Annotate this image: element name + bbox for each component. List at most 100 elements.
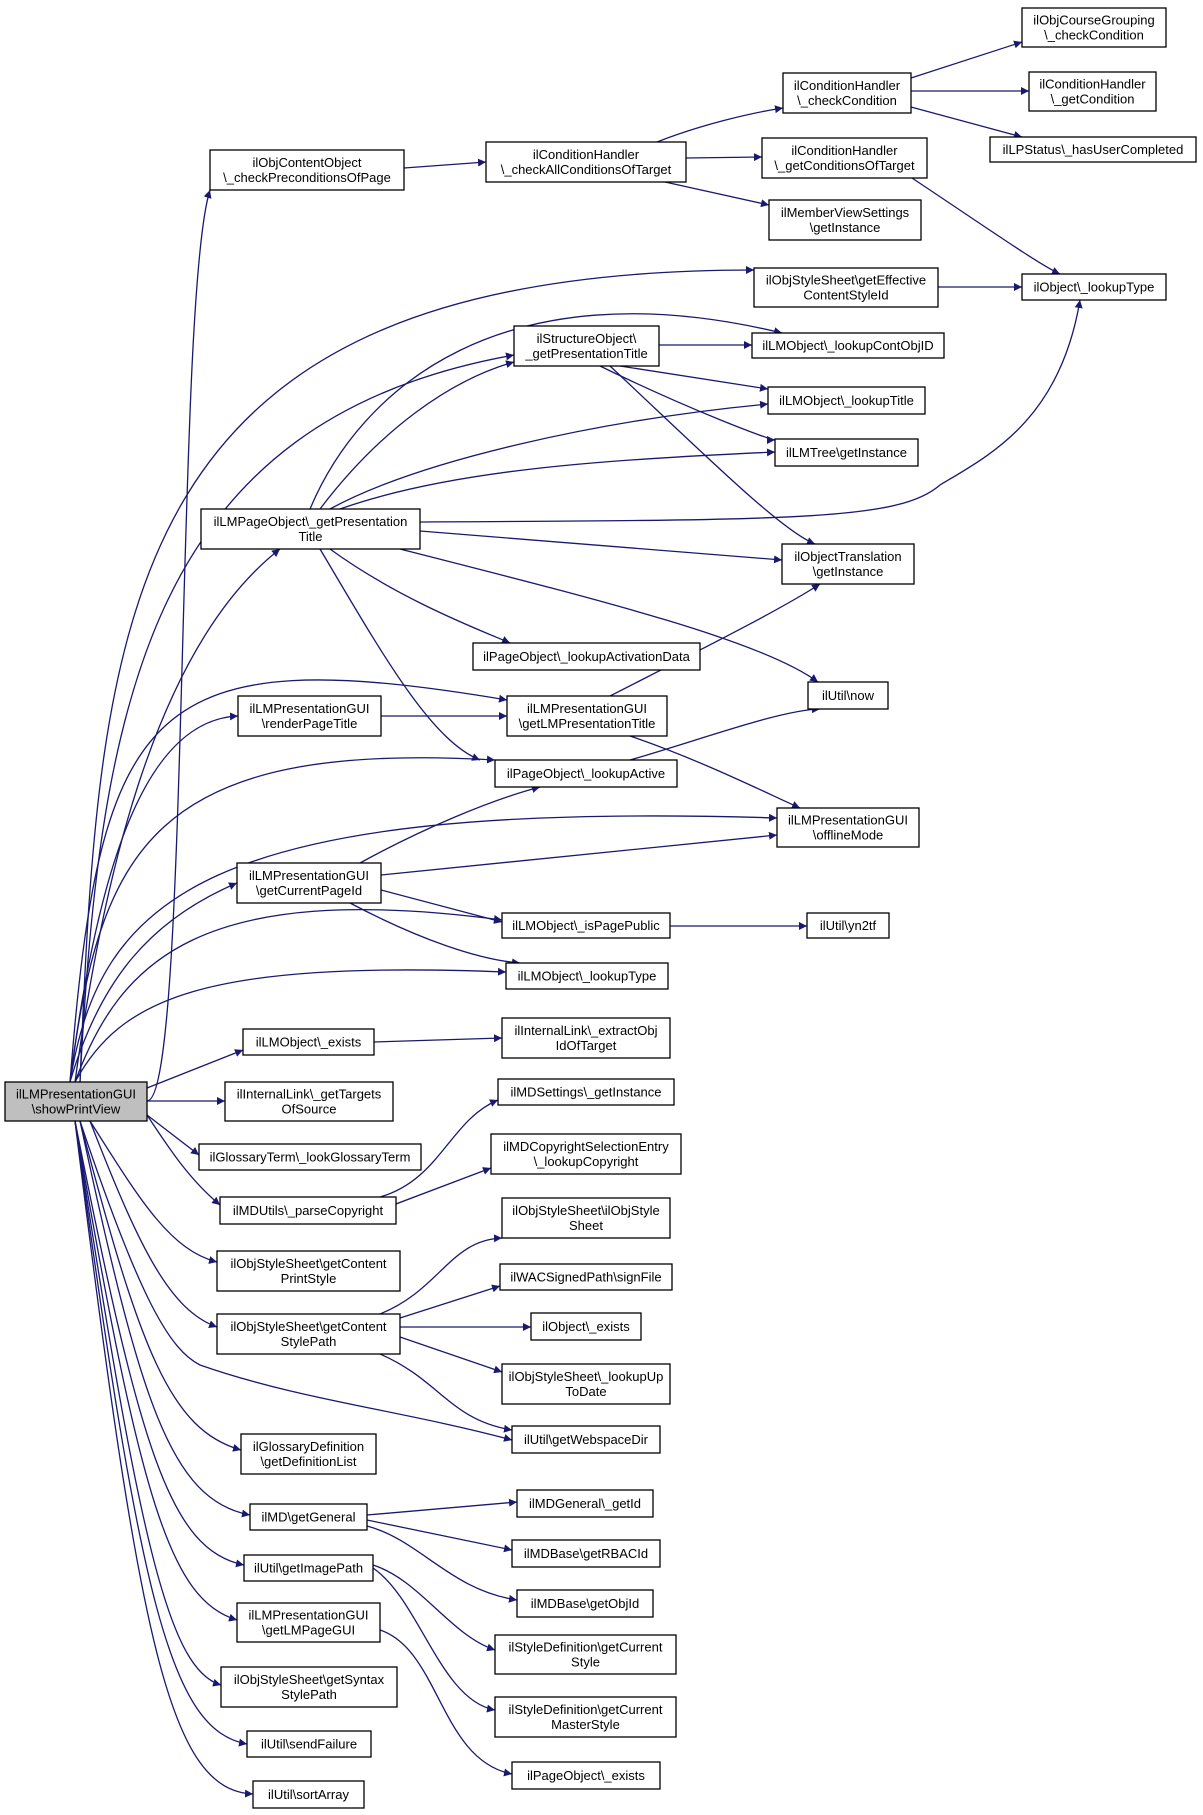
graph-node[interactable]: ilPageObject\_lookupActive [494, 759, 678, 788]
node-label: ilObjStyleSheet\_lookupUp [509, 1369, 664, 1384]
edge-to-glossaryDef [79, 1120, 242, 1452]
node-label: ilConditionHandler [791, 143, 898, 158]
edge-to-objTranslation [609, 365, 816, 545]
node-label: \getLMPageGUI [262, 1623, 355, 1638]
graph-node[interactable]: ilMDBase\getObjId [516, 1589, 654, 1618]
node-box [216, 1313, 401, 1355]
edges-layer [69, 40, 1083, 1798]
graph-node[interactable]: ilConditionHandler\_getConditionsOfTarge… [761, 137, 928, 179]
graph-node[interactable]: ilMDCopyrightSelectionEntry\_lookupCopyr… [490, 1133, 682, 1175]
graph-node[interactable]: ilLMObject\_lookupContObjID [751, 332, 945, 359]
node-label: ilLMPresentationGUI [250, 701, 370, 716]
graph-node[interactable]: ilMD\getGeneral [249, 1503, 368, 1531]
root-node[interactable]: ilLMPresentationGUI\showPrintView [4, 1081, 148, 1122]
edge-to-checkCond [656, 105, 784, 143]
graph-node[interactable]: ilStructureObject\_getPresentationTitle [513, 325, 660, 367]
graph-node[interactable]: ilLMObject\_lookupTitle [767, 386, 926, 415]
edge-to-sendFailure [74, 1120, 248, 1747]
graph-node[interactable]: ilWACSignedPath\signFile [499, 1263, 673, 1291]
graph-node[interactable]: ilPageObject\_lookupActivationData [472, 642, 701, 671]
edge-to-syntaxStyle [74, 1120, 222, 1687]
graph-node[interactable]: ilMDUtils\_parseCopyright [219, 1196, 397, 1225]
node-box [220, 1666, 398, 1708]
node-label: ilStructureObject\ [537, 331, 637, 346]
node-label: ilLMTree\getInstance [786, 445, 907, 460]
graph-node[interactable]: ilObjStyleSheet\ilObjStyleSheet [501, 1197, 671, 1239]
graph-node[interactable]: ilUtil\getImagePath [243, 1554, 374, 1582]
graph-node[interactable]: ilLMPresentationGUI\getLMPresentationTit… [506, 695, 668, 737]
nodes-layer: ilLMPresentationGUI\showPrintView ilObjCo… [4, 7, 1197, 1809]
graph-node[interactable]: ilGlossaryDefinition\getDefinitionList [240, 1433, 377, 1475]
edge-to-utilNow [399, 548, 819, 683]
graph-node[interactable]: ilLMObject\_isPagePublic [501, 912, 671, 939]
edge-to-pageExists [379, 1629, 513, 1777]
node-label: ilObject\_exists [542, 1319, 630, 1334]
node-box [501, 1197, 671, 1239]
edge-to-webspaceDir [379, 1353, 513, 1433]
graph-node[interactable]: ilUtil\sortArray [252, 1780, 365, 1809]
graph-node[interactable]: ilConditionHandler\_checkAllConditionsOf… [485, 141, 687, 183]
node-label: ilLMObject\_exists [256, 1035, 362, 1050]
graph-node[interactable]: ilLMPresentationGUI\getCurrentPageId [236, 862, 382, 904]
node-label: PrintStyle [281, 1271, 337, 1286]
graph-node[interactable]: ilMDSettings\_getInstance [497, 1078, 675, 1106]
graph-node[interactable]: ilUtil\sendFailure [246, 1730, 372, 1758]
graph-node[interactable]: ilPageObject\_exists [511, 1761, 661, 1790]
graph-node[interactable]: ilObjStyleSheet\getEffectiveContentStyle… [753, 267, 939, 308]
edge-to-mdGeneralGetId [366, 1498, 518, 1516]
graph-node[interactable]: ilObject\_exists [530, 1312, 642, 1341]
graph-node[interactable]: ilObjectTranslation\getInstance [781, 543, 915, 585]
graph-node[interactable]: ilLMPageObject\_getPresentationTitle [200, 508, 421, 550]
graph-node[interactable]: ilLMPresentationGUI\offlineMode [776, 807, 920, 848]
graph-node[interactable]: ilLMObject\_exists [242, 1028, 375, 1056]
node-label: ilLMPresentationGUI [788, 813, 908, 828]
graph-node[interactable]: ilObjContentObject\_checkPreconditionsOf… [209, 149, 405, 191]
graph-node[interactable]: ilMDGeneral\_getId [516, 1489, 654, 1518]
graph-node[interactable]: ilObjCourseGrouping\_checkCondition [1021, 7, 1167, 48]
graph-node[interactable]: ilUtil\now [807, 681, 889, 710]
graph-node[interactable]: ilLMPresentationGUI\renderPageTitle [237, 695, 382, 737]
edge-to-printStyle [89, 1120, 218, 1264]
node-label: Title [298, 529, 322, 544]
node-label: OfSource [282, 1102, 337, 1117]
graph-node[interactable]: ilGlossaryTerm\_lookGlossaryTerm [198, 1143, 422, 1171]
edge-to-lookupActivation [329, 548, 511, 644]
node-label: ilUtil\yn2tf [820, 918, 877, 933]
node-box [494, 1696, 677, 1738]
graph-node[interactable]: ilUtil\getWebspaceDir [511, 1425, 661, 1454]
graph-node[interactable]: ilObject\_lookupType [1021, 273, 1167, 301]
graph-node[interactable]: ilConditionHandler\_checkCondition [782, 72, 912, 114]
graph-node[interactable]: ilLPStatus\_hasUserCompleted [989, 136, 1197, 163]
node-label: ilPageObject\_lookupActivationData [483, 649, 690, 664]
node-box [236, 862, 382, 904]
node-box [511, 1539, 661, 1568]
node-box [768, 199, 922, 241]
node-box [224, 1081, 394, 1122]
edge-to-mdCopyright [379, 1167, 492, 1211]
graph-node[interactable]: ilMemberViewSettings\getInstance [768, 199, 922, 241]
graph-node[interactable]: ilConditionHandler\_getCondition [1028, 71, 1157, 112]
graph-node[interactable]: ilLMTree\getInstance [774, 438, 919, 467]
graph-node[interactable]: ilUtil\yn2tf [806, 912, 890, 939]
node-label: ilUtil\now [822, 688, 875, 703]
edge-to-mdSettings [379, 1099, 499, 1198]
node-label: Sheet [569, 1218, 603, 1233]
node-label: ilMDGeneral\_getId [529, 1496, 641, 1511]
graph-node[interactable]: ilLMPresentationGUI\getLMPageGUI [236, 1602, 381, 1643]
node-label: _getPresentationTitle [524, 346, 647, 361]
node-label: ilGlossaryDefinition [253, 1439, 364, 1454]
node-label: \_getCondition [1051, 92, 1135, 107]
graph-node[interactable]: ilLMObject\_lookupType [505, 962, 669, 990]
graph-node[interactable]: ilMDBase\getRBACId [511, 1539, 661, 1568]
node-box [499, 1263, 673, 1291]
node-label: ilObjStyleSheet\getEffective [766, 273, 926, 288]
